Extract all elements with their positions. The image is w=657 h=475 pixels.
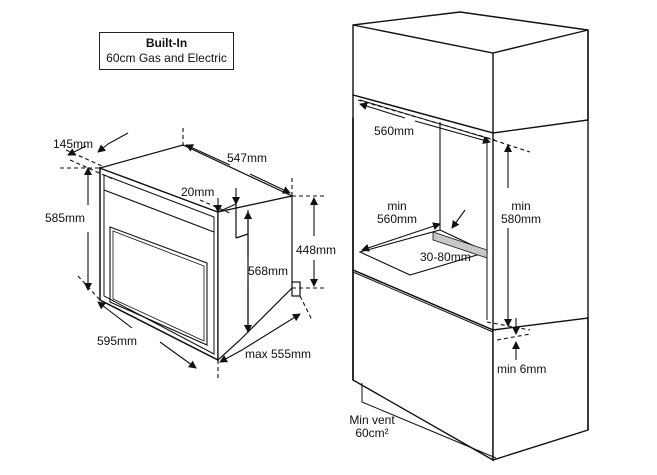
label-height-rear: 448mm [296,243,337,257]
oven-dimension-lines [60,128,325,380]
label-min-height-line2: 580mm [500,212,541,226]
label-depth-front: 145mm [53,137,94,151]
label-step: 20mm [181,185,215,199]
label-min-height-line1: min [511,199,531,213]
label-min-width-line1: min [387,199,407,213]
label-min-vent: Min vent 60cm² [342,414,402,440]
label-vent-gap: 30-80mm [420,250,471,264]
title-line2: 60cm Gas and Electric [106,51,227,65]
label-opening-width: 560mm [374,124,415,138]
label-min-height: min 580mm [496,200,546,226]
title-box: Built-In 60cm Gas and Electric [99,32,234,70]
label-depth: 547mm [227,151,268,165]
label-width: 595mm [97,334,138,348]
label-floor-gap: min 6mm [497,362,547,376]
label-min-width: min 560mm [372,200,422,226]
cabinet-dimension-lines [357,99,531,360]
label-height-body: 568mm [248,264,289,278]
label-height-overall: 585mm [45,211,86,225]
label-min-vent-line1: Min vent [349,413,395,427]
label-min-vent-line2: 60cm² [355,426,389,440]
oven-drawing [98,144,301,362]
title-line1: Built-In [145,36,188,50]
label-depth-max: max 555mm [245,347,312,361]
label-min-width-line2: 560mm [376,212,417,226]
cabinet-drawing [352,11,589,462]
